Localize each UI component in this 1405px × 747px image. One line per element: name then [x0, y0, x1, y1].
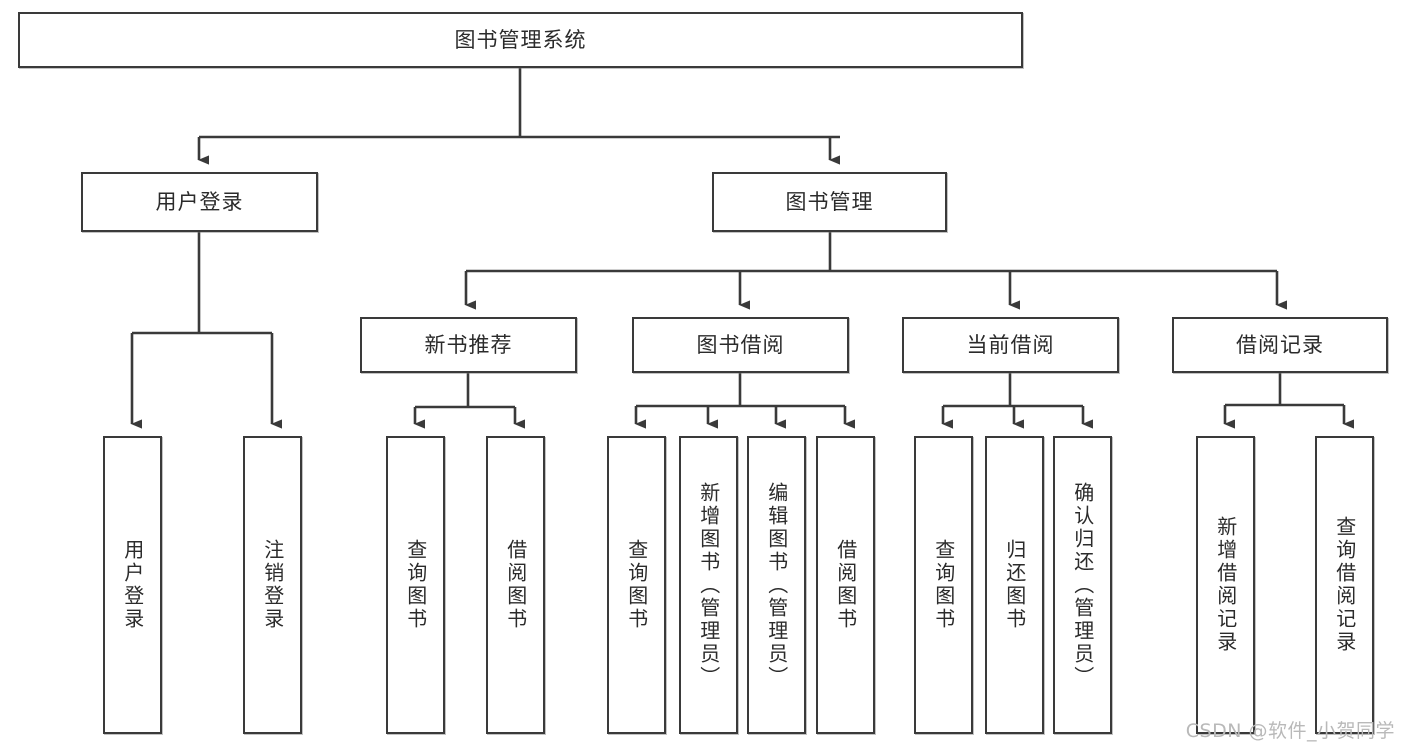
node-label: 用户登录	[120, 539, 145, 631]
node-root-system[interactable]: 图书管理系统	[18, 12, 1023, 68]
edges-root-to-level1	[197, 68, 840, 165]
leaf-new-book-query-book[interactable]: 查询图书	[386, 436, 445, 734]
node-current-borrow[interactable]: 当前借阅	[902, 317, 1119, 373]
node-label: 新增借阅记录	[1213, 516, 1238, 654]
node-book-borrow[interactable]: 图书借阅	[632, 317, 849, 373]
edges-current-borrow	[941, 373, 1093, 429]
node-label: 查询图书	[403, 539, 428, 631]
leaf-current-borrow-return-book[interactable]: 归还图书	[985, 436, 1044, 734]
edges-level1-book-manage	[464, 232, 1287, 310]
node-label: 用户登录	[155, 189, 244, 214]
edges-new-book-recommend	[413, 373, 525, 429]
node-label: 借阅记录	[1236, 332, 1324, 357]
leaf-book-borrow-query-book[interactable]: 查询图书	[607, 436, 666, 734]
node-label: 图书管理系统	[454, 27, 587, 52]
leaf-user-login-logout[interactable]: 注销登录	[243, 436, 302, 734]
node-book-management[interactable]: 图书管理	[712, 172, 947, 232]
leaf-user-login-login[interactable]: 用户登录	[103, 436, 162, 734]
node-label: 当前借阅	[966, 332, 1055, 357]
leaf-borrow-record-add-record[interactable]: 新增借阅记录	[1196, 436, 1255, 734]
node-label: 借阅图书	[833, 539, 858, 631]
node-label: 查询图书	[624, 539, 649, 631]
node-label: 新增图书（管理员）	[696, 481, 721, 689]
node-user-login[interactable]: 用户登录	[81, 172, 318, 232]
node-label: 注销登录	[260, 539, 285, 631]
edges-book-borrow	[634, 373, 855, 429]
node-label: 确认归还（管理员）	[1070, 481, 1095, 689]
leaf-borrow-record-query-record[interactable]: 查询借阅记录	[1315, 436, 1374, 734]
edges-borrow-record	[1223, 373, 1354, 429]
leaf-book-borrow-borrow-book[interactable]: 借阅图书	[816, 436, 875, 734]
node-label: 图书管理	[785, 189, 874, 214]
edges-level1-user-login	[130, 232, 282, 429]
leaf-new-book-borrow-book[interactable]: 借阅图书	[486, 436, 545, 734]
node-label: 新书推荐	[424, 332, 513, 357]
node-label: 归还图书	[1002, 539, 1027, 631]
node-borrow-record[interactable]: 借阅记录	[1172, 317, 1388, 373]
leaf-book-borrow-add-book-admin[interactable]: 新增图书（管理员）	[679, 436, 738, 734]
node-label: 图书借阅	[696, 332, 785, 357]
node-label: 编辑图书（管理员）	[764, 481, 789, 689]
leaf-current-borrow-confirm-return-admin[interactable]: 确认归还（管理员）	[1053, 436, 1112, 734]
node-new-book-recommend[interactable]: 新书推荐	[360, 317, 577, 373]
leaf-current-borrow-query-book[interactable]: 查询图书	[914, 436, 973, 734]
node-label: 查询借阅记录	[1332, 516, 1357, 654]
watermark-text: CSDN @软件_小贺同学	[1185, 720, 1395, 742]
node-label: 借阅图书	[503, 539, 528, 631]
node-label: 查询图书	[931, 539, 956, 631]
leaf-book-borrow-edit-book-admin[interactable]: 编辑图书（管理员）	[747, 436, 806, 734]
